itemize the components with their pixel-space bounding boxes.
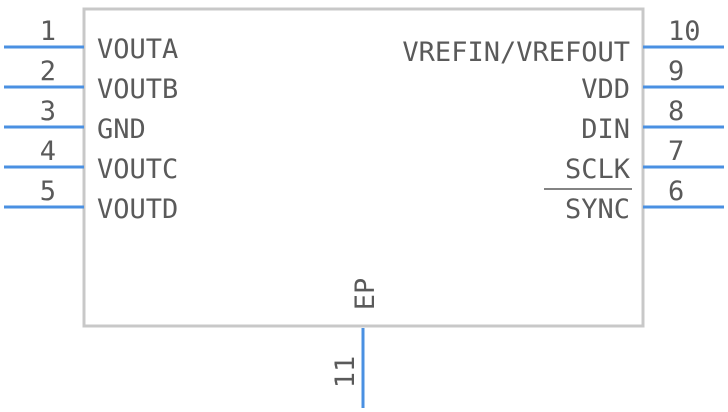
pin-number: 10 — [668, 16, 701, 47]
pin-label: EP — [350, 278, 381, 311]
pin-label: VOUTB — [97, 74, 178, 105]
left-pin-5: 5 VOUTD — [4, 176, 178, 225]
right-pin-10: 10 VREFIN/VREFOUT — [402, 16, 724, 68]
pin-label: SCLK — [565, 154, 631, 185]
pin-number: 11 — [330, 356, 361, 389]
pin-number: 7 — [668, 136, 684, 167]
left-pin-1: 1 VOUTA — [4, 16, 178, 65]
pin-label: VOUTA — [97, 34, 178, 65]
pin-number: 9 — [668, 56, 684, 87]
left-pin-2: 2 VOUTB — [4, 56, 178, 105]
pin-label: SYNC — [565, 194, 630, 225]
pin-number: 6 — [668, 176, 684, 207]
pin-label: VOUTD — [97, 194, 178, 225]
pin-label: VDD — [581, 74, 630, 105]
pin-number: 4 — [40, 136, 56, 167]
pin-number: 2 — [40, 56, 56, 87]
pin-label: VREFIN/VREFOUT — [402, 37, 630, 68]
left-pin-3: 3 GND — [4, 96, 146, 145]
left-pin-4: 4 VOUTC — [4, 136, 178, 185]
right-pin-6: 6 SYNC — [544, 176, 724, 225]
bottom-pin-11: 11 EP — [330, 278, 381, 408]
pin-label: VOUTC — [97, 154, 178, 185]
right-pin-8: 8 DIN — [581, 96, 724, 145]
pin-number: 3 — [40, 96, 56, 127]
pin-number: 5 — [40, 176, 56, 207]
pin-number: 8 — [668, 96, 684, 127]
pin-label: DIN — [581, 114, 630, 145]
right-pin-7: 7 SCLK — [565, 136, 724, 185]
right-pin-9: 9 VDD — [581, 56, 724, 105]
pin-label: GND — [97, 114, 146, 145]
pin-number: 1 — [40, 16, 56, 47]
